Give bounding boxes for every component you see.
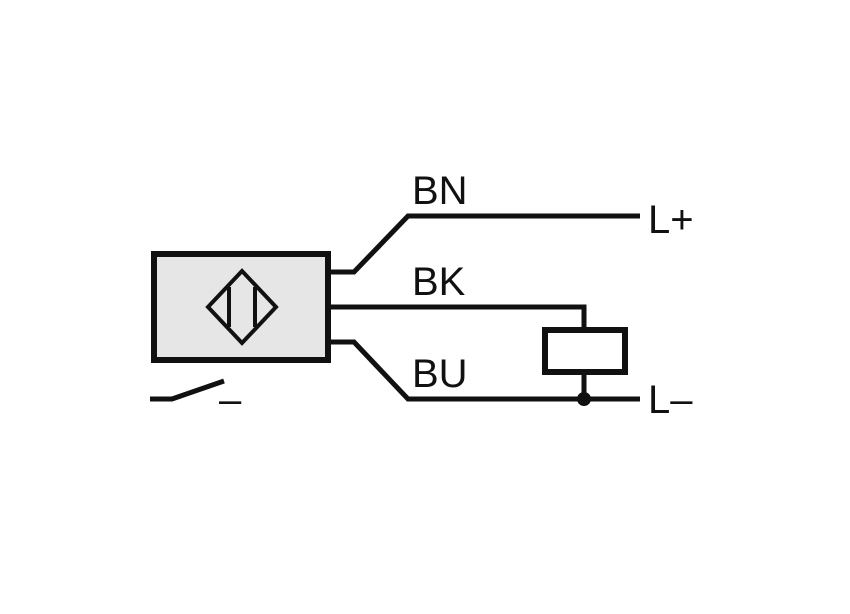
wire-bn: BN L+ bbox=[331, 169, 694, 275]
wire-bu: BU L– bbox=[331, 339, 693, 422]
terminal-l-plus-label: L+ bbox=[648, 198, 694, 242]
contact-minus-label: – bbox=[219, 378, 242, 422]
load-box bbox=[542, 327, 628, 375]
wire-bk-label: BK bbox=[412, 260, 466, 304]
inductive-sensor-icon bbox=[205, 268, 279, 346]
wire-bk-line bbox=[331, 304, 587, 330]
contact-symbol: – bbox=[150, 378, 242, 422]
contact-switch-icon bbox=[150, 378, 225, 402]
wire-bu-label: BU bbox=[412, 352, 468, 396]
load-resistor-icon bbox=[542, 327, 628, 406]
wire-bk: BK bbox=[331, 260, 587, 330]
wire-bu-line bbox=[331, 339, 640, 402]
terminal-l-minus-label: L– bbox=[648, 378, 693, 422]
wire-bn-line bbox=[331, 213, 640, 275]
sensor-body bbox=[151, 251, 331, 363]
wire-bn-label: BN bbox=[412, 169, 468, 213]
